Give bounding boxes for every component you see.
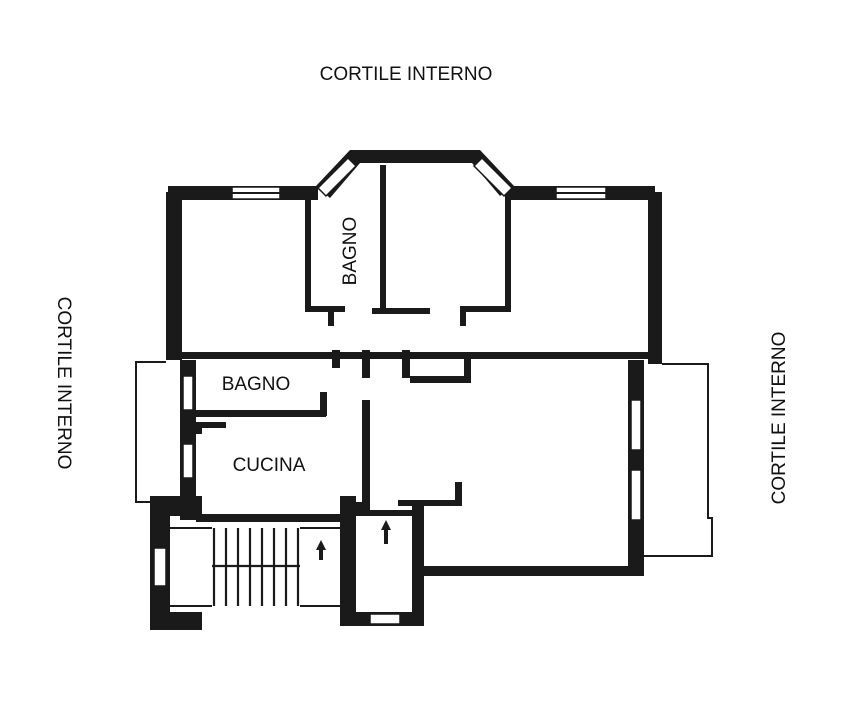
kitchen-label: CUCINA <box>233 455 306 476</box>
interior-walls <box>180 165 650 516</box>
windows <box>153 156 642 625</box>
bath-upper-label: BAGNO <box>340 217 361 286</box>
balconies <box>135 361 713 557</box>
staircase <box>170 527 340 607</box>
courtyard-left-label: CORTILE INTERNO <box>53 297 74 470</box>
bath-lower-label: BAGNO <box>222 374 291 395</box>
courtyard-top-label: CORTILE INTERNO <box>320 64 493 85</box>
arrow-icon <box>316 540 326 560</box>
courtyard-right-label: CORTILE INTERNO <box>769 332 790 505</box>
arrow-icon <box>381 520 391 544</box>
